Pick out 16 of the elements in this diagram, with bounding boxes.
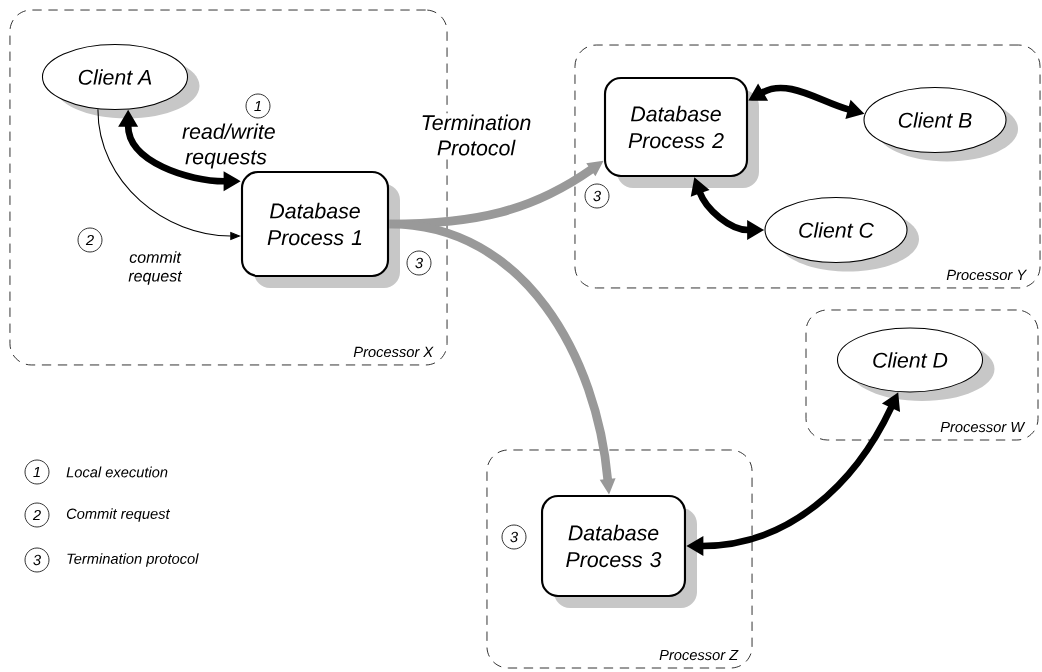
process-box: Database Process 2 [603, 76, 759, 188]
callout-number: 3 [584, 183, 610, 209]
callout-number: 3 [24, 547, 50, 573]
callout-number: 3 [501, 524, 527, 550]
callout-number: 3 [406, 250, 432, 276]
callout-number: 1 [245, 93, 271, 119]
process-box: Database Process 3 [540, 494, 697, 608]
legend-text: Termination protocol [67, 553, 199, 567]
edge-label: commit request [128, 251, 183, 285]
edge-label: read/write requests [182, 123, 275, 169]
legend-text: Commit request [66, 508, 171, 522]
process-box: Database Process 1 [240, 170, 400, 288]
callout-number: 2 [77, 227, 103, 253]
callout-number: 1 [24, 459, 50, 485]
legend-text: Local execution [66, 466, 168, 478]
callout-number: 2 [24, 502, 50, 528]
